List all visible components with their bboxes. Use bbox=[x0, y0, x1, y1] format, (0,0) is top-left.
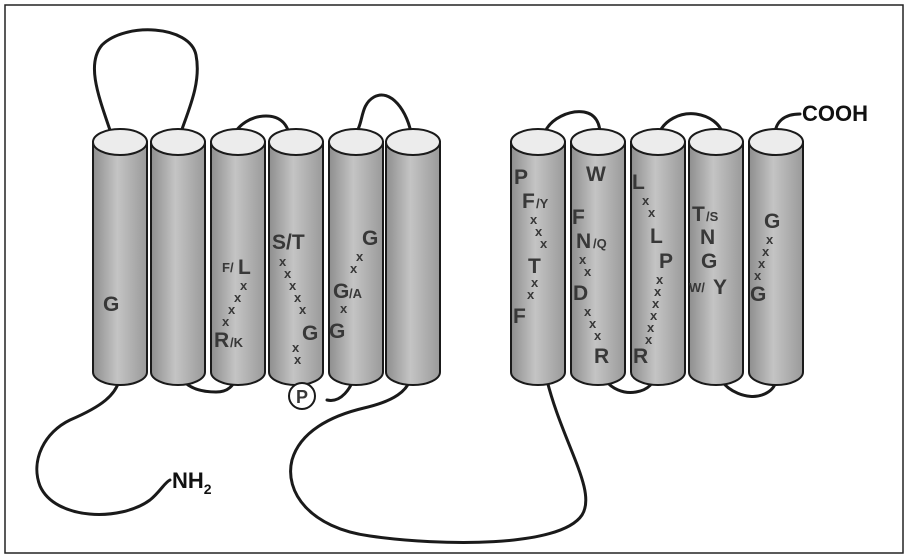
h7-residue-f: F bbox=[513, 305, 526, 328]
h7-residue-fy-suffix: /Y bbox=[536, 196, 549, 211]
x-mark: x bbox=[648, 205, 656, 220]
h8-residue-d: D bbox=[573, 282, 588, 305]
h3-residue-rk-main: R bbox=[214, 329, 229, 352]
x-mark: x bbox=[584, 264, 592, 279]
phosphorylation-site: P bbox=[289, 383, 315, 409]
helix-2-cylinder bbox=[151, 129, 205, 385]
cytoplasmic-loop-h6-h7 bbox=[291, 370, 586, 542]
h7-residue-fy-main: F bbox=[522, 190, 535, 213]
helix-top-cap bbox=[329, 129, 383, 155]
phospho-label: P bbox=[296, 387, 308, 407]
x-mark: x bbox=[527, 287, 535, 302]
n-terminus-subscript: 2 bbox=[204, 481, 212, 497]
helix-body bbox=[386, 142, 440, 385]
h10-residue-wy-prefix: W/ bbox=[689, 280, 705, 295]
h5-residue-g2: G bbox=[329, 320, 345, 343]
h8-residue-nq-suffix: /Q bbox=[593, 236, 607, 251]
helix-top-cap bbox=[386, 129, 440, 155]
h4-residue-st: S/T bbox=[272, 231, 305, 254]
h3-residue-fl-main: L bbox=[238, 256, 251, 279]
h3-residue-rk-suffix: /K bbox=[230, 335, 244, 350]
helix-top-cap bbox=[269, 129, 323, 155]
transmembrane-helices bbox=[93, 129, 803, 385]
h10-residue-g: G bbox=[701, 250, 717, 273]
helix-top-cap bbox=[571, 129, 625, 155]
h8-residue-nq-main: N bbox=[576, 230, 591, 253]
helix-top-cap bbox=[151, 129, 205, 155]
n-terminal-tail bbox=[37, 373, 170, 514]
helix-body bbox=[151, 142, 205, 385]
h11-residue-g1: G bbox=[764, 210, 780, 233]
helix-1-cylinder bbox=[93, 129, 147, 385]
h5-residue-ga-main: G bbox=[333, 280, 349, 303]
h8-residue-r: R bbox=[594, 345, 609, 368]
h9-residue-l1: L bbox=[632, 171, 645, 194]
h5-residue-g1: G bbox=[362, 227, 378, 250]
c-terminus-label: COOH bbox=[802, 101, 868, 126]
h4-residue-g: G bbox=[302, 322, 318, 345]
helix-1-labels: G bbox=[103, 293, 119, 316]
x-mark: x bbox=[540, 236, 548, 251]
x-mark: x bbox=[299, 302, 307, 317]
x-mark: x bbox=[754, 268, 762, 283]
h1-residue-g: G bbox=[103, 293, 119, 316]
x-mark: x bbox=[222, 314, 230, 329]
n-terminus-main: NH bbox=[172, 468, 204, 493]
helix-top-cap bbox=[511, 129, 565, 155]
h10-residue-n: N bbox=[700, 226, 715, 249]
h9-residue-l2: L bbox=[650, 225, 663, 248]
helix-top-cap bbox=[689, 129, 743, 155]
h7-residue-p: P bbox=[514, 166, 528, 189]
h10-residue-wy-main: Y bbox=[713, 276, 727, 299]
h10-residue-ts-suffix: /S bbox=[706, 209, 719, 224]
h10-residue-ts-main: T bbox=[692, 203, 705, 226]
helix-top-cap bbox=[93, 129, 147, 155]
helix-top-cap bbox=[749, 129, 803, 155]
x-mark: x bbox=[340, 301, 348, 316]
h11-residue-g2: G bbox=[750, 283, 766, 306]
h8-residue-w: W bbox=[586, 163, 606, 186]
h9-residue-p: P bbox=[659, 250, 673, 273]
x-mark: x bbox=[350, 261, 358, 276]
loop-h1-h2-extracellular bbox=[94, 30, 197, 141]
n-terminus-label: NH2 bbox=[172, 468, 212, 497]
x-mark: x bbox=[594, 328, 602, 343]
x-mark: x bbox=[294, 352, 302, 367]
h5-residue-ga-suffix: /A bbox=[349, 286, 363, 301]
helix-body bbox=[93, 142, 147, 385]
helix-6-cylinder bbox=[386, 129, 440, 385]
helix-top-cap bbox=[211, 129, 265, 155]
helix-top-cap bbox=[631, 129, 685, 155]
h8-residue-f: F bbox=[572, 206, 585, 229]
h3-residue-fl-prefix: F/ bbox=[222, 260, 234, 275]
h9-residue-r: R bbox=[633, 345, 648, 368]
